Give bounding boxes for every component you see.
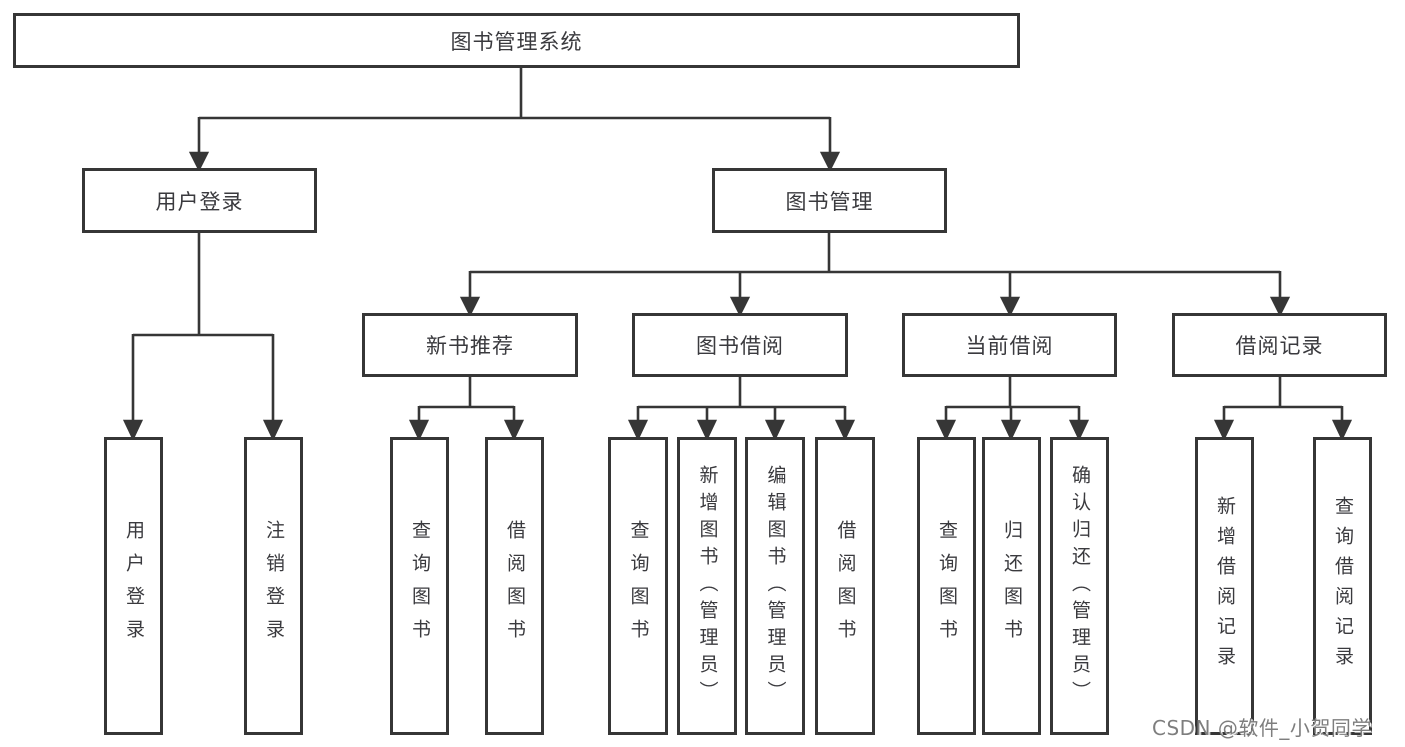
leaf-user-login: 用户登录 [104, 437, 163, 735]
leaf-confirm-return-admin-label: 确认归还（管理员） [1069, 464, 1091, 708]
leaf-query-book-borrow: 查询图书 [608, 437, 668, 735]
leaf-return-book: 归还图书 [982, 437, 1041, 735]
leaf-confirm-return-admin: 确认归还（管理员） [1050, 437, 1109, 735]
node-book-management: 图书管理 [712, 168, 947, 233]
leaf-query-borrow-record-label: 查询借阅记录 [1332, 496, 1354, 676]
leaf-borrow-book-label: 借阅图书 [834, 520, 857, 652]
leaf-edit-book-admin-label: 编辑图书（管理员） [764, 464, 787, 708]
leaf-logout-label: 注销登录 [263, 520, 285, 652]
leaf-query-book-recommend-label: 查询图书 [409, 520, 431, 652]
csdn-watermark: CSDN @软件_小贺同学 [1152, 716, 1372, 740]
leaf-borrow-book-recommend-label: 借阅图书 [504, 520, 526, 652]
node-book-borrow: 图书借阅 [632, 313, 848, 377]
node-root: 图书管理系统 [13, 13, 1020, 68]
leaf-add-book-admin: 新增图书（管理员） [677, 437, 737, 735]
node-root-label: 图书管理系统 [450, 29, 583, 54]
node-current-borrow: 当前借阅 [902, 313, 1117, 377]
node-book-management-label: 图书管理 [785, 189, 874, 214]
leaf-logout: 注销登录 [244, 437, 303, 735]
leaf-add-book-admin-label: 新增图书（管理员） [696, 464, 719, 708]
node-borrow-record: 借阅记录 [1172, 313, 1387, 377]
leaf-borrow-book: 借阅图书 [815, 437, 875, 735]
leaf-query-book-current: 查询图书 [917, 437, 976, 735]
leaf-query-book-current-label: 查询图书 [936, 520, 958, 652]
node-new-book-recommend: 新书推荐 [362, 313, 578, 377]
node-book-borrow-label: 图书借阅 [696, 334, 784, 358]
node-current-borrow-label: 当前借阅 [965, 334, 1054, 358]
node-new-book-recommend-label: 新书推荐 [426, 334, 514, 358]
leaf-edit-book-admin: 编辑图书（管理员） [745, 437, 805, 735]
leaf-query-borrow-record: 查询借阅记录 [1313, 437, 1372, 735]
leaf-return-book-label: 归还图书 [1001, 520, 1023, 652]
leaf-query-book-borrow-label: 查询图书 [627, 520, 650, 652]
node-user-login: 用户登录 [82, 168, 317, 233]
leaf-add-borrow-record-label: 新增借阅记录 [1214, 496, 1236, 676]
leaf-add-borrow-record: 新增借阅记录 [1195, 437, 1254, 735]
leaf-user-login-label: 用户登录 [123, 520, 145, 652]
node-user-login-label: 用户登录 [155, 189, 244, 214]
leaf-query-book-recommend: 查询图书 [390, 437, 449, 735]
leaf-borrow-book-recommend: 借阅图书 [485, 437, 544, 735]
node-borrow-record-label: 借阅记录 [1235, 334, 1324, 358]
